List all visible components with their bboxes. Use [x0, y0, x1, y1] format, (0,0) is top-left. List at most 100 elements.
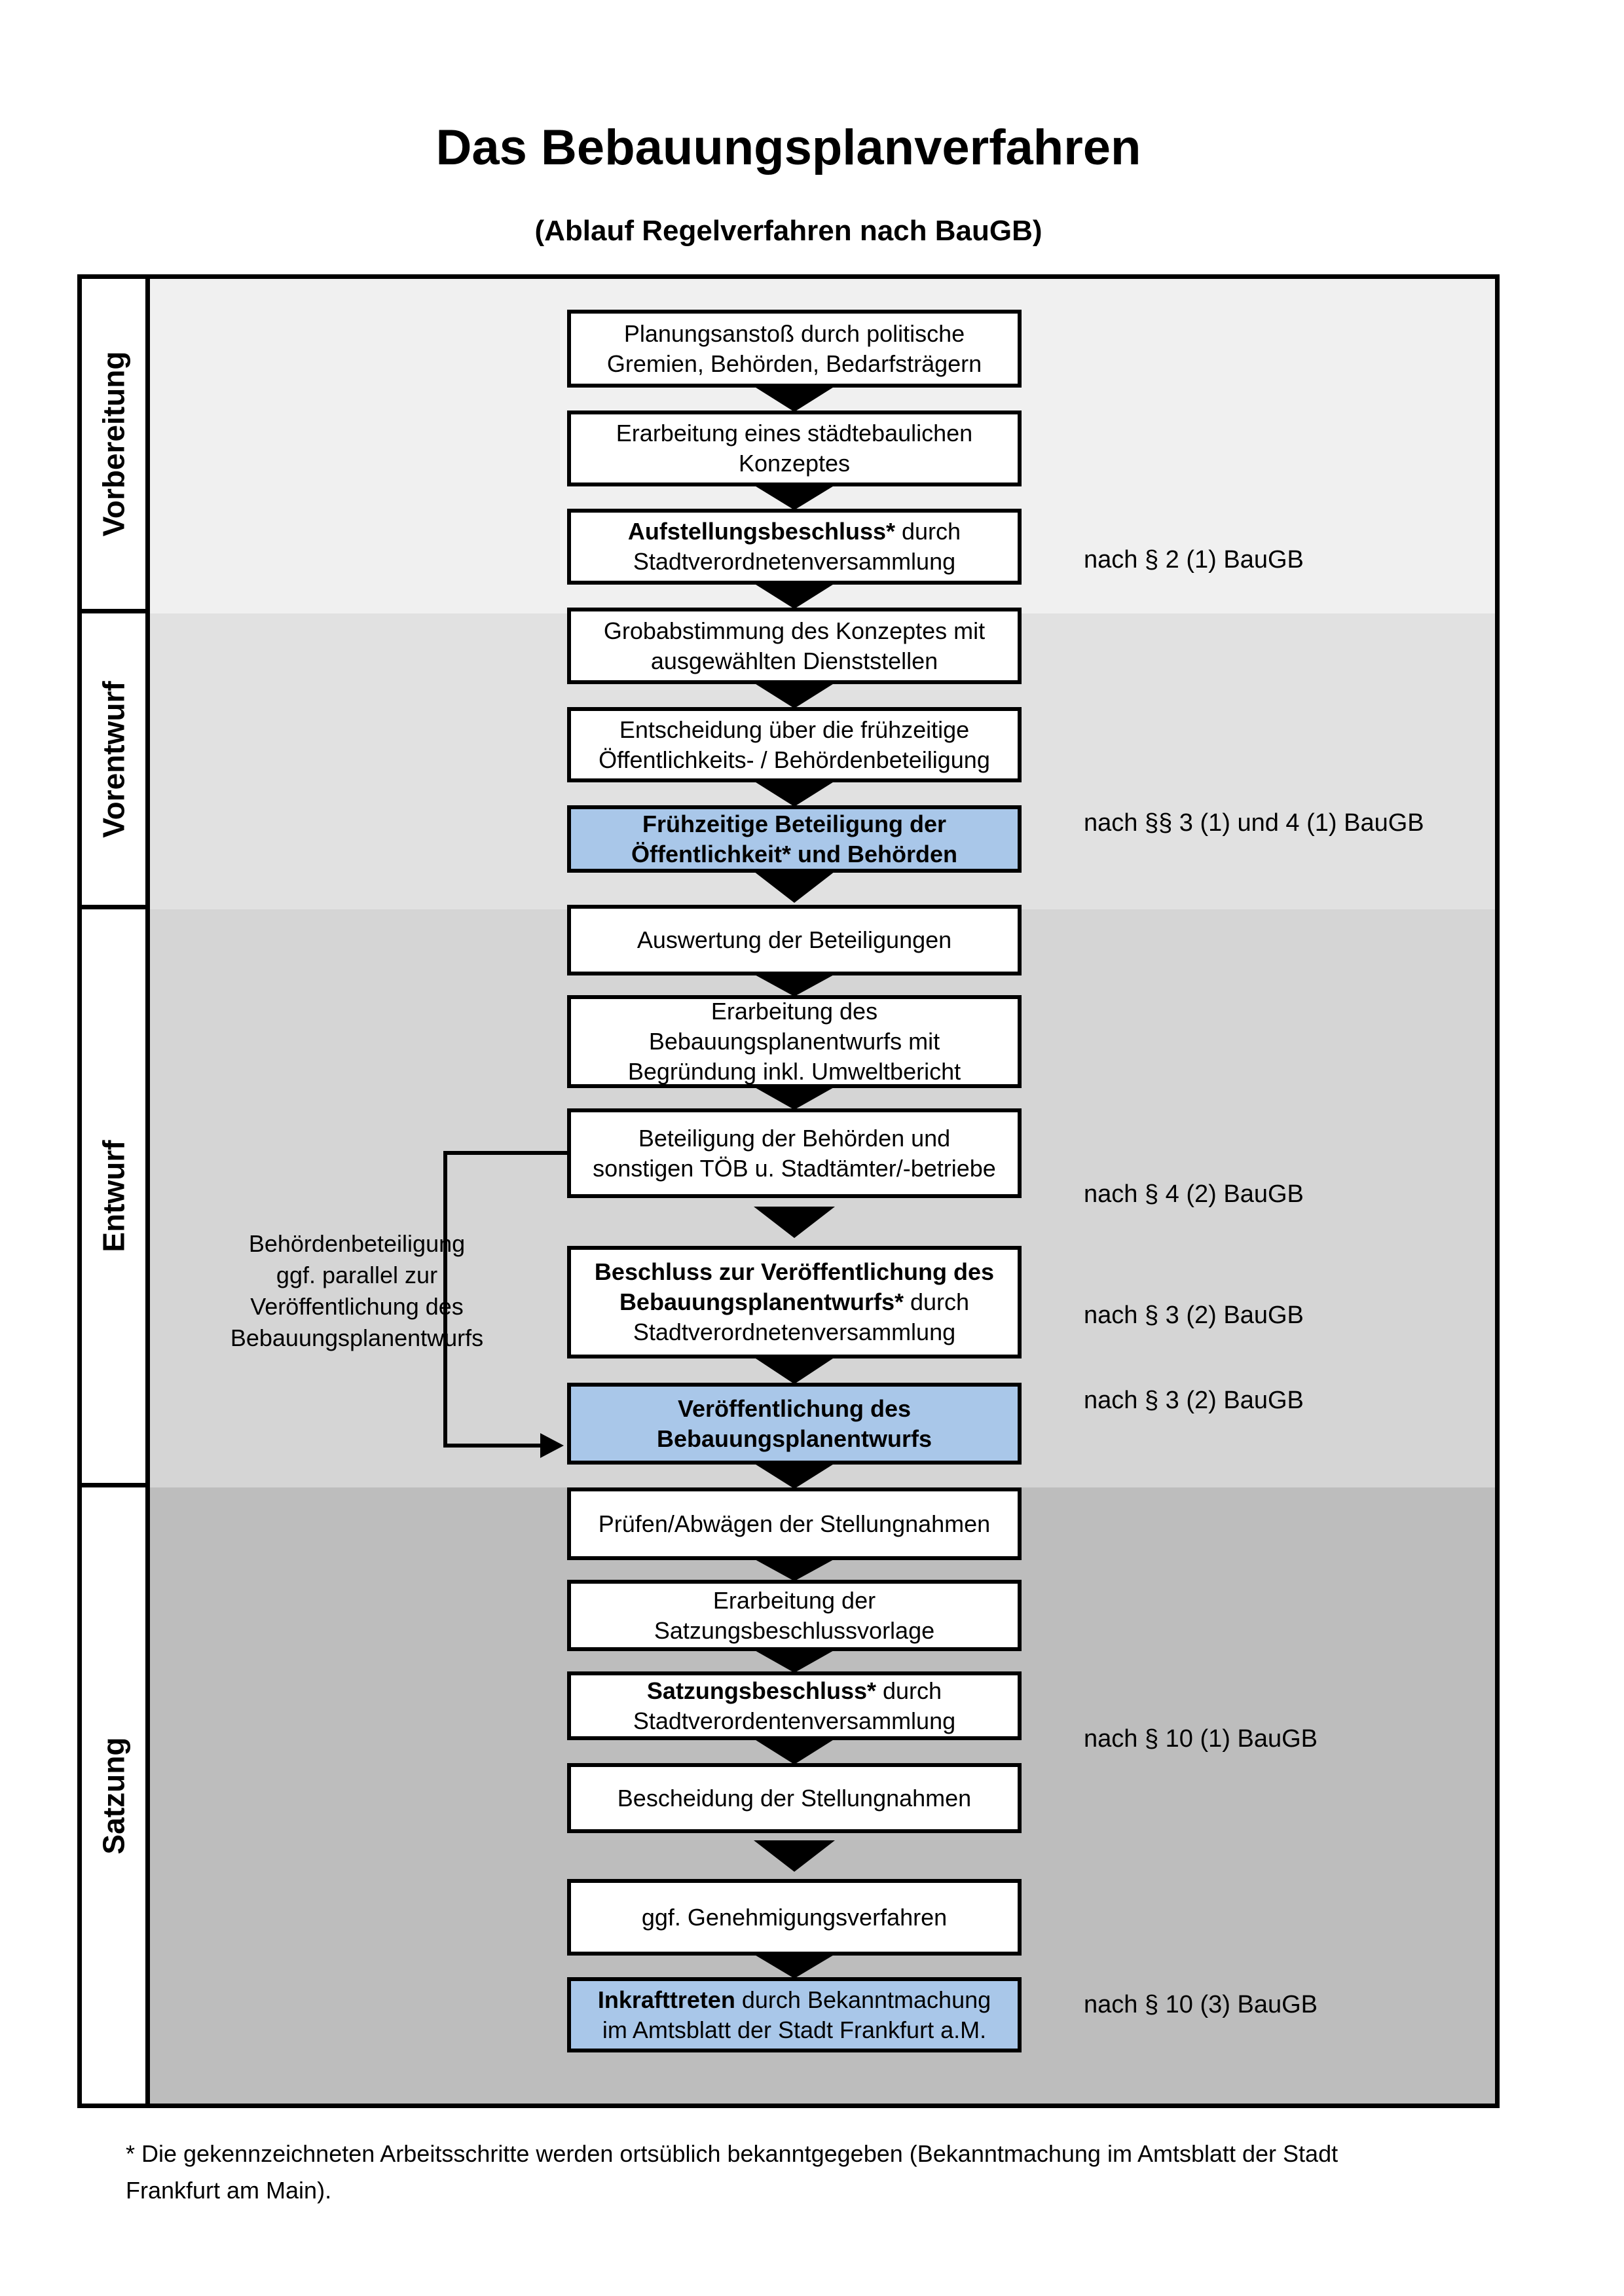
phase-label-cell-satzung: Satzung	[82, 1487, 150, 2104]
phase-label-cell-vorbereitung: Vorbereitung	[82, 279, 150, 613]
step-line: Konzeptes	[739, 448, 850, 479]
step-line: Stadtverordnetenversammlung	[633, 547, 955, 577]
step-text: Auswertung der Beteiligungen	[637, 926, 952, 953]
step-line: Stadtverordentenversammlung	[633, 1706, 955, 1736]
step-text: Entscheidung über die frühzeitige	[619, 716, 970, 743]
step-line: Gremien, Behörden, Bedarfsträgern	[607, 349, 982, 379]
step-line: Auswertung der Beteiligungen	[637, 925, 951, 955]
step-line: Satzungsbeschluss* durch	[647, 1676, 942, 1706]
step-text: Satzungsbeschlussvorlage	[654, 1616, 935, 1644]
connector-line-horizontal-bottom	[443, 1444, 540, 1448]
step-line: Bebauungsplanentwurfs mit	[649, 1027, 940, 1057]
step-text: Bescheidung der Stellungnahmen	[617, 1784, 972, 1812]
step-text: Begründung inkl. Umweltbericht	[627, 1058, 961, 1085]
flow-arrow-down-icon	[754, 1206, 835, 1238]
step-line: Planungsanstoß durch politische	[624, 319, 965, 349]
step-text: Öffentlichkeits- / Behördenbeteiligung	[599, 746, 990, 773]
flow-arrow-down-icon	[754, 871, 835, 903]
connector-arrow-icon	[540, 1433, 564, 1458]
connector-line-vertical	[443, 1151, 447, 1446]
step-line: Beschluss zur Veröffentlichung des	[595, 1257, 994, 1287]
step-line: Veröffentlichung des	[678, 1394, 911, 1424]
page-title: Das Bebauungsplanverfahren	[435, 120, 1141, 175]
step-line: Bebauungsplanentwurfs* durch	[619, 1287, 969, 1317]
step-text: sonstigen TÖB u. Stadtämter/-betriebe	[593, 1154, 996, 1182]
phase-label-cell-entwurf: Entwurf	[82, 909, 150, 1487]
step-text: Prüfen/Abwägen der Stellungnahmen	[598, 1510, 991, 1537]
page-subtitle: (Ablauf Regelverfahren nach BauGB)	[534, 215, 1043, 247]
flow-step-box-15: Bescheidung der Stellungnahmen	[567, 1763, 1022, 1833]
flow-arrow-down-icon	[754, 386, 835, 412]
flow-arrow-down-icon	[754, 683, 835, 708]
step-text-bold: Bebauungsplanentwurfs	[656, 1425, 932, 1452]
step-line: Satzungsbeschlussvorlage	[654, 1616, 934, 1646]
step-text-bold: Frühzeitige Beteiligung der	[642, 810, 947, 837]
connector-line-horizontal-top	[443, 1151, 567, 1155]
step-text: Bebauungsplanentwurfs mit	[648, 1028, 940, 1055]
flow-arrow-down-icon	[754, 1559, 835, 1581]
process-diagram: Vorbereitung Vorentwurf Entwurf Satzung …	[77, 274, 1500, 2108]
phase-label: Vorentwurf	[96, 680, 131, 838]
phase-label: Satzung	[96, 1737, 131, 1854]
flow-arrow-down-icon	[754, 1357, 835, 1384]
step-line: ggf. Genehmigungsverfahren	[642, 1903, 947, 1933]
footnote-line: Frankfurt am Main).	[126, 2177, 332, 2204]
step-line: Erarbeitung des	[711, 996, 877, 1027]
step-text: Gremien, Behörden, Bedarfsträgern	[606, 350, 982, 377]
step-line: Prüfen/Abwägen der Stellungnahmen	[599, 1509, 990, 1539]
step-line: Öffentlichkeit* und Behörden	[631, 839, 957, 869]
side-note-line: Veröffentlichung des	[250, 1293, 464, 1320]
step-text: Erarbeitung des	[710, 998, 878, 1025]
step-line: Erarbeitung der	[713, 1586, 876, 1616]
step-line: sonstigen TÖB u. Stadtämter/-betriebe	[593, 1154, 996, 1184]
side-note-line: Behördenbeteiligung	[248, 1230, 466, 1257]
step-line: Bescheidung der Stellungnahmen	[618, 1783, 971, 1813]
flow-arrow-down-icon	[754, 1463, 835, 1489]
step-line: Beteiligung der Behörden und	[638, 1123, 950, 1154]
step-text-bold: Satzungsbeschluss*	[646, 1677, 877, 1704]
flow-arrow-down-icon	[754, 1650, 835, 1673]
step-text: durch	[876, 1677, 942, 1704]
flow-arrow-down-icon	[754, 1739, 835, 1764]
law-annotation-step-3: nach § 2 (1) BauGB	[1084, 546, 1304, 574]
step-line: Erarbeitung eines städtebaulichen	[616, 418, 972, 448]
step-text-bold: Bebauungsplanentwurfs*	[619, 1288, 904, 1315]
flow-arrow-down-icon	[754, 583, 835, 609]
step-text-bold: Inkrafttreten	[597, 1986, 735, 2013]
step-text: durch	[903, 1288, 970, 1315]
flow-arrow-down-icon	[754, 781, 835, 807]
law-annotation-step-9: nach § 4 (2) BauGB	[1084, 1180, 1304, 1208]
flow-arrow-down-icon	[754, 1087, 835, 1110]
step-text: Erarbeitung eines städtebaulichen	[616, 420, 973, 446]
step-text: im Amtsblatt der Stadt Frankfurt a.M.	[602, 2016, 987, 2043]
step-line: Entscheidung über die frühzeitige	[619, 715, 969, 745]
step-text-bold: Aufstellungsbeschluss*	[627, 518, 896, 545]
flow-arrow-down-icon	[754, 485, 835, 510]
step-line: Frühzeitige Beteiligung der	[642, 809, 946, 839]
step-line: Begründung inkl. Umweltbericht	[628, 1057, 961, 1087]
step-text: Beteiligung der Behörden und	[638, 1124, 951, 1152]
step-line: Bebauungsplanentwurfs	[657, 1424, 932, 1454]
side-note-line: Bebauungsplanentwurfs	[230, 1324, 484, 1351]
footnote: * Die gekennzeichneten Arbeitsschritte w…	[126, 2136, 1521, 2209]
side-note-line: ggf. parallel zur	[276, 1262, 438, 1288]
step-text-bold: Öffentlichkeit* und Behörden	[631, 840, 958, 867]
law-annotation-step-17: nach § 10 (3) BauGB	[1084, 1991, 1318, 2018]
footnote-line: * Die gekennzeichneten Arbeitsschritte w…	[126, 2140, 1338, 2167]
step-text: Konzeptes	[738, 450, 851, 477]
step-line: im Amtsblatt der Stadt Frankfurt a.M.	[602, 2015, 986, 2045]
law-annotation-step-10: nach § 3 (2) BauGB	[1084, 1302, 1304, 1329]
phase-label: Vorbereitung	[96, 351, 131, 537]
flow-step-box-7: Auswertung der Beteiligungen	[567, 905, 1022, 975]
flow-arrow-down-icon	[754, 974, 835, 996]
step-text: Stadtverordnetenversammlung	[633, 548, 956, 575]
step-text-bold: Veröffentlichung des	[677, 1394, 912, 1422]
phase-label: Entwurf	[96, 1140, 131, 1252]
